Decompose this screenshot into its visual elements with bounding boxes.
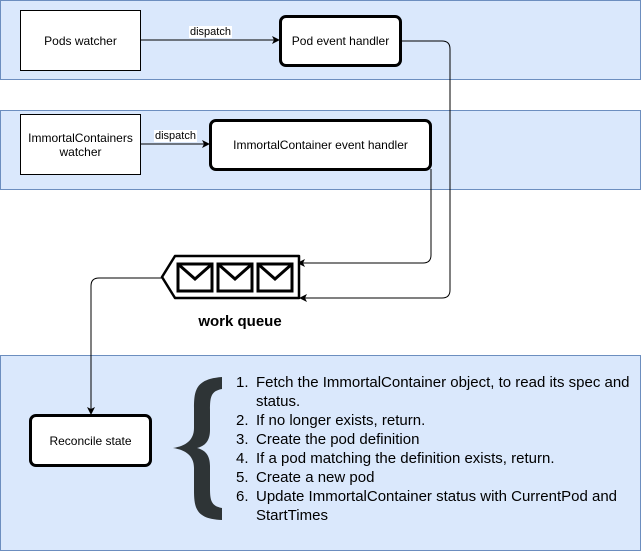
pod-event-handler-label: Pod event handler: [291, 34, 390, 48]
reconcile-step: 1. Fetch the ImmortalContainer object, to…: [236, 373, 636, 411]
dispatch-label-immortal-containers: dispatch: [154, 130, 197, 142]
edge-queue-to-reconcile: [87, 277, 162, 415]
step-text: Fetch the ImmortalContainer object, to r…: [256, 374, 630, 410]
immortal-containers-watcher-node: ImmortalContainers watcher: [20, 114, 141, 175]
reconcile-step: 4. If a pod matching the definition exist…: [236, 449, 636, 468]
immortal-container-event-handler-label: ImmortalContainer event handler: [233, 138, 408, 152]
immortal-container-event-handler-node: ImmortalContainer event handler: [209, 119, 432, 171]
step-text: If a pod matching the definition exists,…: [256, 450, 555, 467]
step-text: If no longer exists, return.: [256, 412, 426, 429]
reconcile-step: 5. Create a new pod: [236, 468, 636, 487]
envelope-icon: [176, 262, 214, 293]
step-number: 5.: [236, 469, 249, 486]
pod-event-handler-node: Pod event handler: [279, 15, 402, 67]
step-number: 4.: [236, 450, 249, 467]
pods-watcher-label: Pods watcher: [44, 33, 117, 48]
reconcile-steps-list: 1. Fetch the ImmortalContainer object, to…: [236, 373, 636, 525]
reconcile-step: 3. Create the pod definition: [236, 430, 636, 449]
step-number: 3.: [236, 431, 249, 448]
step-text: Create the pod definition: [256, 431, 420, 448]
reconcile-step: 2. If no longer exists, return.: [236, 411, 636, 430]
immortal-containers-watcher-label: ImmortalContainers watcher: [28, 130, 133, 159]
step-text: Create a new pod: [256, 469, 375, 486]
envelope-icon: [216, 262, 254, 293]
pods-watcher-node: Pods watcher: [20, 10, 141, 71]
step-number: 6.: [236, 488, 249, 505]
reconcile-step: 6. Update ImmortalContainer status with C…: [236, 487, 636, 525]
step-number: 2.: [236, 412, 249, 429]
work-queue-shape: [160, 254, 301, 300]
reconcile-state-node: Reconcile state: [29, 414, 152, 467]
edge-ic-handler-to-queue: [297, 169, 432, 267]
work-queue-label: work queue: [198, 313, 282, 330]
envelope-icon: [256, 262, 294, 293]
step-text: Update ImmortalContainer status with Cur…: [256, 488, 618, 524]
reconcile-state-label: Reconcile state: [49, 433, 132, 448]
curly-brace-icon: [173, 377, 222, 520]
dispatch-label-pods: dispatch: [189, 26, 232, 38]
edge-pod-handler-to-queue: [299, 40, 451, 302]
step-number: 1.: [236, 374, 249, 391]
